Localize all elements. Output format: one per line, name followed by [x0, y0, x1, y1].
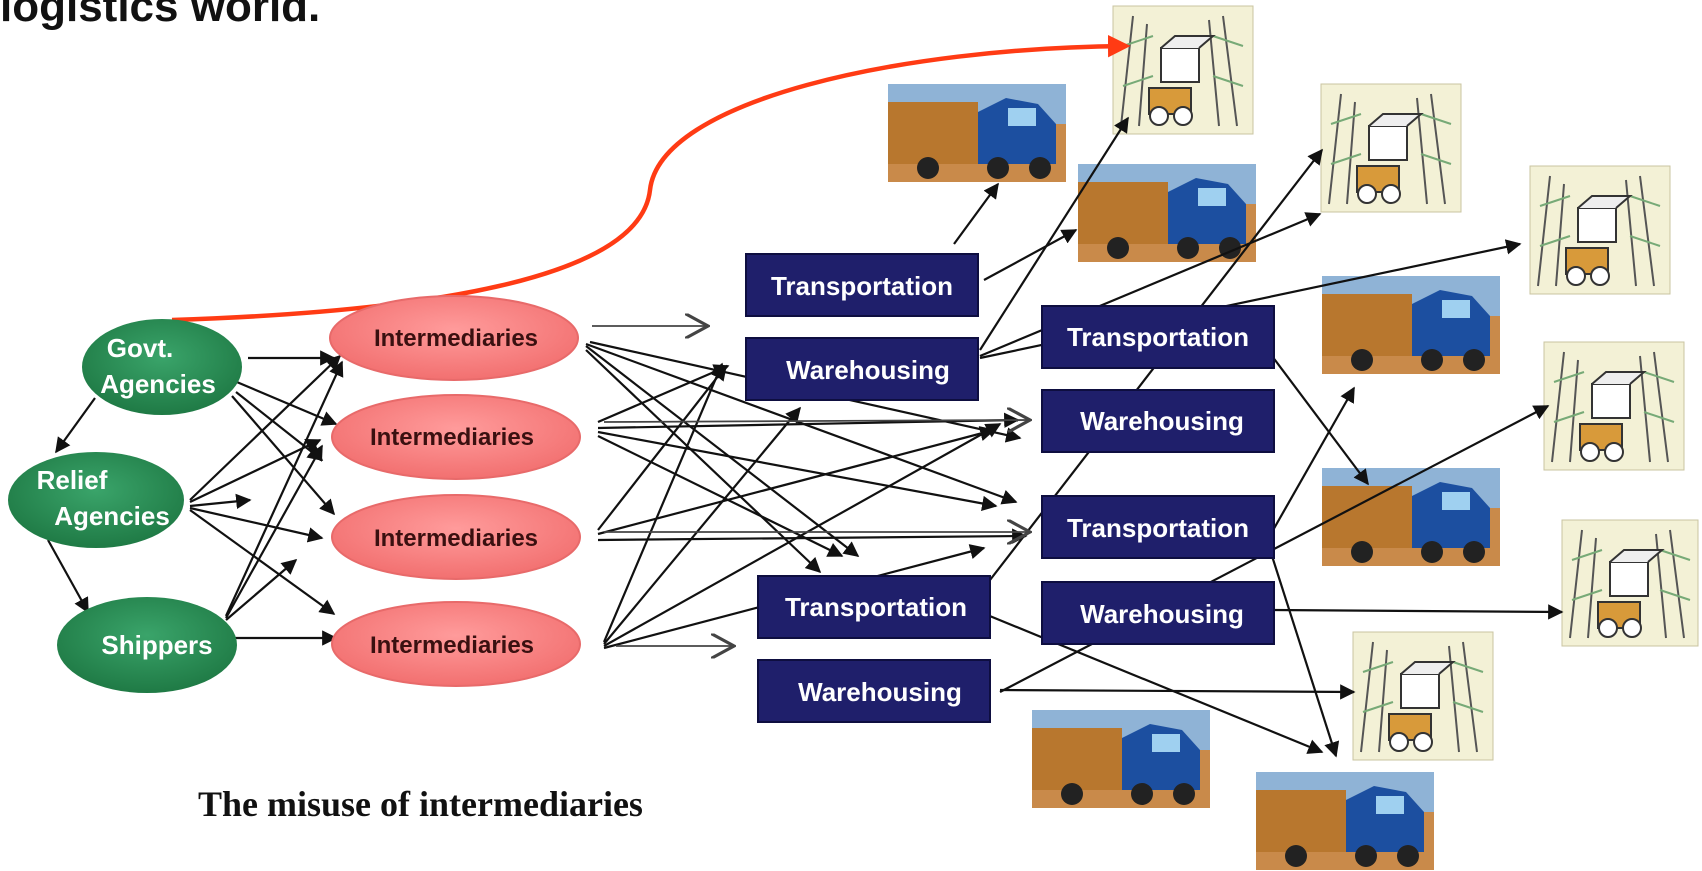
truck-image [1322, 468, 1500, 566]
truck-image [1032, 710, 1210, 808]
actor-govt-agencies: Govt. Agencies [82, 319, 242, 415]
open-arrows [592, 326, 1030, 646]
warehouse-forklift-image [1112, 5, 1254, 135]
actor-relief-line2: Agencies [54, 501, 170, 531]
actor-relief-agencies: Relief Agencies [8, 452, 184, 548]
slide-heading: logistics world. [0, 0, 321, 31]
intermediary-node: Intermediaries [329, 295, 579, 381]
actor-shippers: Shippers [57, 597, 237, 693]
warehousing-box: Warehousing [1041, 581, 1275, 645]
transportation-box: Transportation [1041, 305, 1275, 369]
truck-image [1256, 772, 1434, 870]
transportation-box: Transportation [757, 575, 991, 639]
warehouse-forklift-image [1320, 83, 1462, 213]
truck-image [1078, 164, 1256, 262]
warehouse-forklift-image [1543, 341, 1685, 471]
warehousing-label: Warehousing [798, 677, 962, 707]
transportation-label: Transportation [1067, 513, 1249, 543]
actor-govt-line2: Agencies [100, 369, 216, 399]
connector-arrows [47, 116, 1564, 758]
truck-image [1322, 276, 1500, 374]
diagram-caption: The misuse of intermediaries [198, 784, 643, 824]
actor-shippers-label: Shippers [101, 630, 212, 660]
actor-relief-line1: Relief [37, 465, 108, 495]
intermediary-label: Intermediaries [374, 325, 538, 352]
intermediary-label: Intermediaries [370, 632, 534, 659]
warehouse-forklift-image [1529, 165, 1671, 295]
intermediary-label: Intermediaries [370, 424, 534, 451]
warehousing-label: Warehousing [1080, 599, 1244, 629]
transportation-box: Transportation [1041, 495, 1275, 559]
intermediary-node: Intermediaries [331, 394, 581, 480]
transportation-box: Transportation [745, 253, 979, 317]
intermediary-node: Intermediaries [331, 494, 581, 580]
transportation-label: Transportation [1067, 322, 1249, 352]
intermediary-node: Intermediaries [331, 601, 581, 687]
warehousing-box: Warehousing [1041, 389, 1275, 453]
transportation-label: Transportation [785, 592, 967, 622]
truck-image [888, 84, 1066, 182]
actor-govt-line1: Govt. [107, 333, 173, 363]
warehousing-label: Warehousing [786, 355, 950, 385]
warehouse-forklift-image [1561, 519, 1699, 647]
warehouse-forklift-image [1352, 631, 1494, 761]
warehousing-box: Warehousing [757, 659, 991, 723]
transportation-label: Transportation [771, 271, 953, 301]
warehousing-box: Warehousing [745, 337, 979, 401]
warehousing-label: Warehousing [1080, 406, 1244, 436]
intermediary-label: Intermediaries [374, 525, 538, 552]
